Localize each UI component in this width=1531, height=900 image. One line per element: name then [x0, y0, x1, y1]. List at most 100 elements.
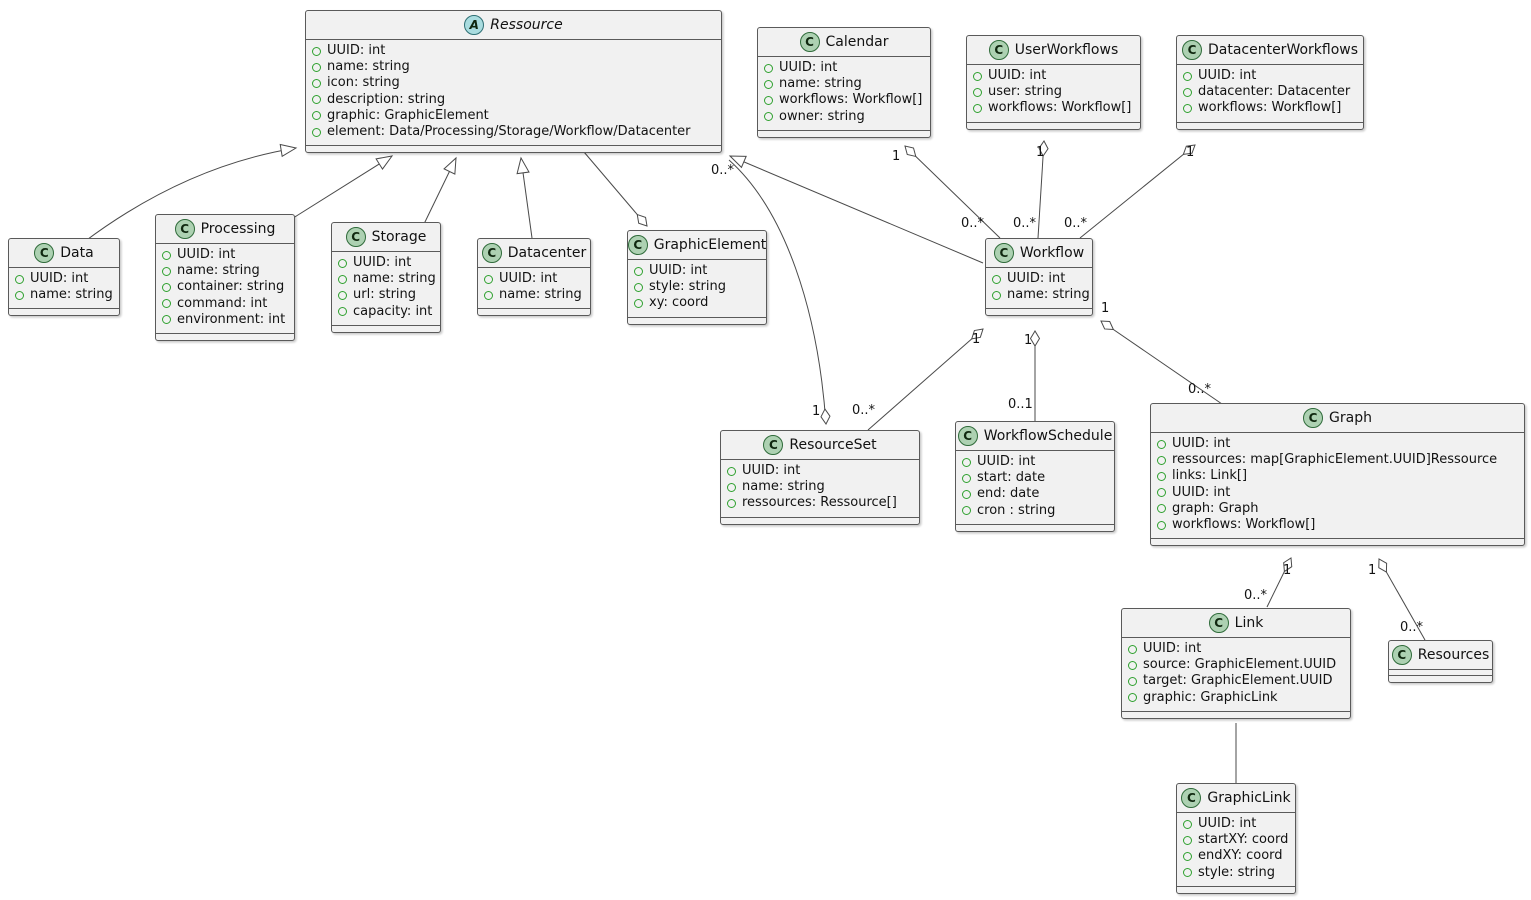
- methods-section: [1177, 123, 1363, 129]
- field-visibility-icon: [1128, 644, 1137, 654]
- field-visibility-icon: [962, 506, 971, 516]
- generalization-storage-ressource: [423, 156, 457, 225]
- abstract-class-icon: A: [464, 15, 485, 35]
- attribute-row: workflows: Workflow[]: [1183, 100, 1357, 116]
- aggregation-resourceset-workflow: [867, 328, 984, 431]
- generalization-processing-ressource: [289, 155, 394, 221]
- attribute-text: start: date: [977, 470, 1046, 486]
- aggregation-workflow-calendar: [904, 145, 1001, 239]
- class-title: A Ressource: [306, 11, 721, 40]
- class-icon: C: [988, 40, 1009, 60]
- field-visibility-icon: [312, 127, 321, 137]
- aggregation-ressource-graphicelement: [583, 151, 648, 227]
- class-title: C Data: [9, 239, 119, 268]
- attribute-row: xy: coord: [634, 295, 760, 311]
- multiplicity-label: 1: [1283, 563, 1291, 578]
- attribute-row: links: Link[]: [1157, 468, 1518, 484]
- attribute-text: workflows: Workflow[]: [1172, 517, 1316, 533]
- attribute-row: name: string: [764, 76, 924, 92]
- class-icon: C: [1181, 40, 1202, 60]
- class-name: GraphicLink: [1207, 790, 1291, 806]
- attribute-text: endXY: coord: [1198, 848, 1283, 864]
- attribute-text: owner: string: [779, 108, 865, 124]
- methods-section: [628, 318, 766, 324]
- attributes-section: [1389, 670, 1492, 676]
- methods-section: [1389, 676, 1492, 682]
- attribute-text: UUID: int: [988, 68, 1047, 83]
- multiplicity-label: 0..*: [1013, 216, 1037, 231]
- field-visibility-icon: [162, 299, 171, 309]
- attribute-text: style: string: [1198, 864, 1276, 880]
- class-title: C Workflow: [986, 239, 1092, 268]
- class-name: Workflow: [1019, 245, 1085, 261]
- attribute-row: UUID: int: [1157, 485, 1518, 501]
- field-visibility-icon: [1157, 520, 1166, 530]
- attribute-text: xy: coord: [649, 295, 709, 311]
- attribute-row: environment: int: [162, 312, 288, 328]
- attribute-text: UUID: int: [1172, 484, 1231, 500]
- attribute-text: icon: string: [327, 75, 400, 91]
- aggregation-graph-workflow: [1100, 320, 1223, 405]
- attribute-text: graphic: GraphicElement: [327, 107, 489, 123]
- attribute-row: capacity: int: [338, 304, 434, 320]
- attribute-text: UUID: int: [177, 247, 236, 262]
- attribute-row: UUID: int: [484, 271, 584, 287]
- class-icon: C: [957, 426, 978, 446]
- field-visibility-icon: [1128, 660, 1137, 670]
- class-box-resources: C Resources: [1388, 640, 1493, 683]
- class-icon: C: [345, 227, 366, 247]
- attribute-row: target: GraphicElement.UUID: [1128, 673, 1344, 689]
- multiplicity-label: 1: [1101, 301, 1109, 316]
- attribute-row: UUID: int: [727, 463, 913, 479]
- methods-section: [1122, 712, 1350, 718]
- field-visibility-icon: [727, 466, 736, 476]
- attribute-text: UUID: int: [1143, 641, 1202, 656]
- attribute-row: UUID: int: [15, 271, 113, 287]
- field-visibility-icon: [973, 87, 982, 97]
- field-visibility-icon: [764, 63, 773, 73]
- multiplicity-label: 0..*: [1188, 382, 1212, 397]
- attribute-row: name: string: [484, 287, 584, 303]
- attribute-row: end: date: [962, 486, 1108, 502]
- attribute-text: UUID: int: [779, 60, 838, 75]
- field-visibility-icon: [992, 290, 1001, 300]
- attribute-row: container: string: [162, 279, 288, 295]
- attribute-text: UUID: int: [499, 271, 558, 286]
- field-visibility-icon: [727, 482, 736, 492]
- class-name: Datacenter: [507, 245, 587, 261]
- methods-section: [306, 146, 721, 152]
- multiplicity-label: 1: [972, 332, 980, 347]
- attribute-row: command: int: [162, 296, 288, 312]
- field-visibility-icon: [312, 62, 321, 72]
- attribute-row: name: string: [992, 287, 1090, 303]
- attribute-row: workflows: Workflow[]: [973, 100, 1134, 116]
- class-icon: C: [1208, 613, 1229, 633]
- field-visibility-icon: [973, 104, 982, 113]
- attribute-row: graph: Graph: [1157, 501, 1518, 517]
- class-icon: C: [481, 243, 502, 263]
- attribute-row: UUID: int: [338, 255, 434, 271]
- field-visibility-icon: [484, 290, 493, 300]
- field-visibility-icon: [973, 71, 982, 81]
- multiplicity-label: 0..*: [961, 216, 985, 231]
- class-name: Ressource: [490, 17, 563, 33]
- field-visibility-icon: [1183, 868, 1192, 878]
- multiplicity-label: 1: [1036, 145, 1044, 160]
- methods-section: [332, 326, 440, 332]
- aggregation-workflow-userworkflows: [1037, 140, 1049, 239]
- multiplicity-label: 1: [1368, 563, 1376, 578]
- generalization-workflow-ressource: [728, 155, 984, 264]
- attribute-text: name: string: [353, 271, 436, 287]
- attribute-text: environment: int: [177, 311, 286, 327]
- aggregation-resources-graph: [1378, 558, 1426, 641]
- field-visibility-icon: [312, 111, 321, 121]
